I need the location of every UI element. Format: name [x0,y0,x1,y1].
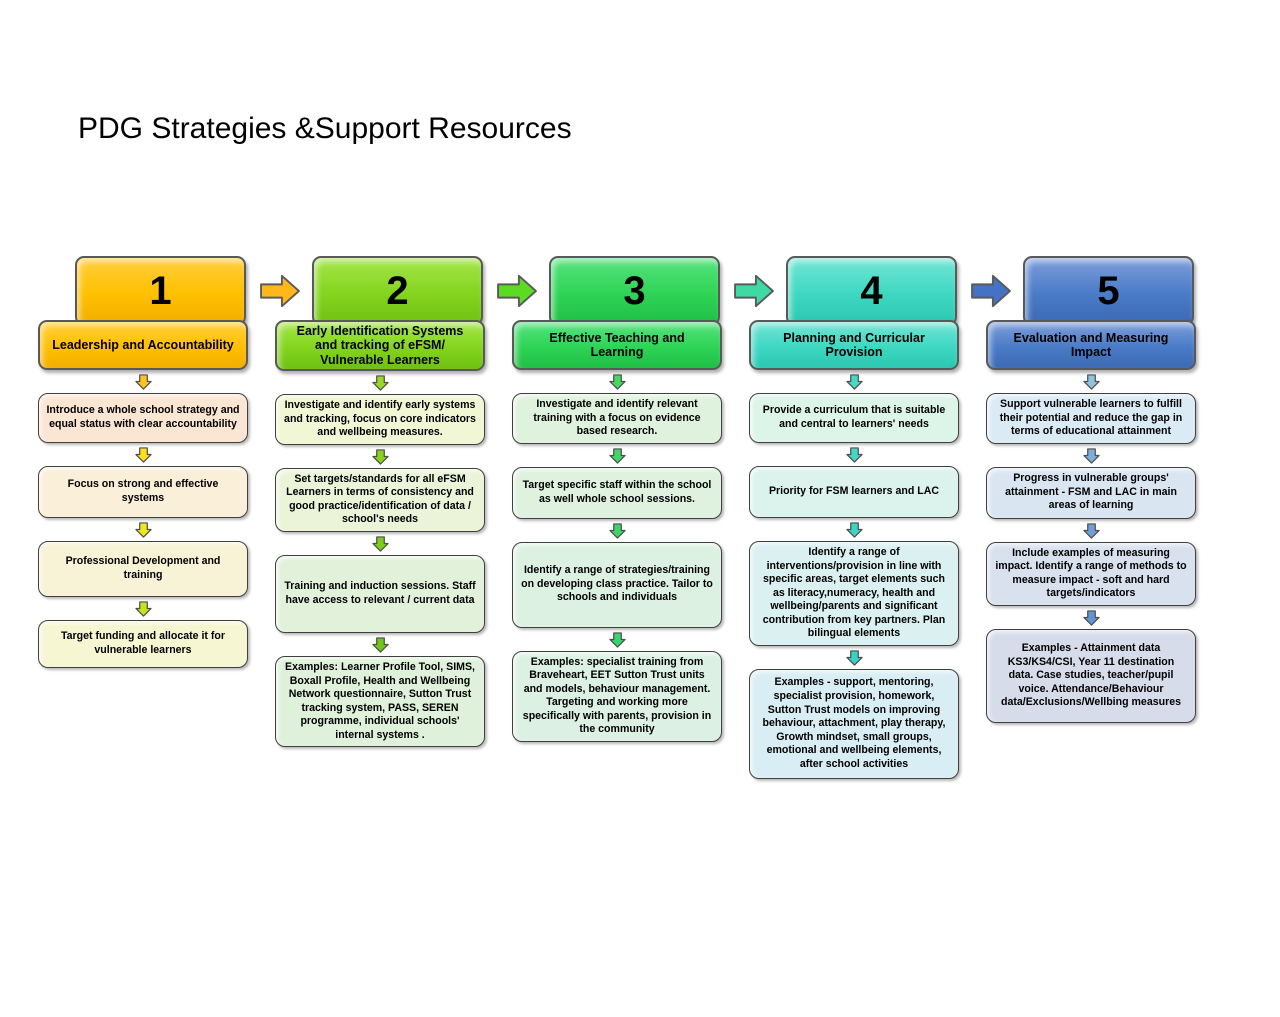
arrow-down-icon [1082,610,1100,626]
arrow-right-1-2-icon [260,274,300,308]
step-box: Target specific staff within the school … [512,466,722,519]
step-title: Planning and Curricular Provision [783,330,925,359]
step-title-box: Evaluation and Measuring Impact [986,320,1196,370]
step-title-box: Leadership and Accountability [38,320,248,370]
arrow-down-icon [134,601,152,617]
arrow-down-icon [371,637,389,653]
step-box: Examples: specialist training from Brave… [512,650,722,742]
step-box: Provide a curriculum that is suitable an… [749,393,959,443]
arrow-down-icon [1082,447,1100,464]
arrow-down-icon [845,650,863,666]
step-title-box: Effective Teaching and Learning [512,320,722,370]
step-box: Examples: Learner Profile Tool, SIMS, Bo… [275,655,485,748]
step-number-box: 2 [312,256,483,326]
column-early-identification: 2 Early Identification Systems and track… [275,256,485,748]
pdg-strategy-diagram: 1 Leadership and Accountability Introduc… [38,256,1196,779]
arrow-down-icon [371,375,389,391]
arrow-down-icon [845,447,863,463]
column-leadership: 1 Leadership and Accountability Introduc… [38,256,248,668]
arrow-down-icon [134,374,152,390]
arrow-down-icon [608,631,626,648]
arrow-down-icon [845,522,863,538]
step-number: 5 [1097,268,1120,313]
step-box: Target funding and allocate it for vulne… [38,620,248,668]
step-title: Early Identification Systems and trackin… [296,324,464,367]
step-title-box: Early Identification Systems and trackin… [275,320,485,372]
step-title-box: Planning and Curricular Provision [749,320,959,370]
step-box: Examples - Attainment data KS3/KS4/CSI, … [986,628,1196,723]
step-title: Leadership and Accountability [52,337,234,352]
step-number: 2 [386,268,409,313]
column-planning-provision: 4 Planning and Curricular Provision Prov… [749,256,959,779]
step-box: Examples - support, mentoring, specialis… [749,668,959,779]
arrow-down-icon [134,522,152,538]
step-number-box: 4 [786,256,957,326]
step-box: Focus on strong and effective systems [38,466,248,518]
step-number-box: 3 [549,256,720,326]
step-number-box: 5 [1023,256,1194,326]
step-box: Set targets/standards for all eFSM Learn… [275,467,485,532]
step-box: Support vulnerable learners to fulfill t… [986,393,1196,444]
step-title: Evaluation and Measuring Impact [1013,330,1169,359]
step-box: Investigate and identify relevant traini… [512,393,722,444]
step-title: Effective Teaching and Learning [549,330,685,359]
arrow-down-icon [134,447,152,463]
step-box: Training and induction sessions. Staff h… [275,554,485,633]
page-title: PDG Strategies &Support Resources [78,112,572,145]
step-box: Investigate and identify early systems a… [275,394,485,445]
column-evaluation-impact: 5 Evaluation and Measuring Impact Suppor… [986,256,1196,723]
step-box: Introduce a whole school strategy and eq… [38,393,248,443]
step-number: 1 [149,268,172,313]
arrow-down-icon [845,374,863,390]
step-box: Professional Development and training [38,541,248,597]
step-box: Priority for FSM learners and LAC [749,466,959,518]
step-number-box: 1 [75,256,246,326]
arrow-down-icon [608,522,626,539]
arrow-down-icon [608,374,626,390]
step-box: Identify a range of interventions/provis… [749,541,959,646]
arrow-down-icon [371,536,389,552]
arrow-right-4-5-icon [971,274,1011,308]
column-teaching-learning: 3 Effective Teaching and Learning Invest… [512,256,722,742]
step-box: Identify a range of strategies/training … [512,541,722,628]
step-number: 3 [623,268,646,313]
arrow-right-2-3-icon [497,274,537,308]
arrow-down-icon [608,447,626,464]
step-number: 4 [860,268,883,313]
step-box: Include examples of measuring impact. Id… [986,541,1196,606]
arrow-down-icon [1082,374,1100,390]
arrow-down-icon [1082,522,1100,539]
arrow-right-3-4-icon [734,274,774,308]
step-box: Progress in vulnerable groups' attainmen… [986,466,1196,519]
arrow-down-icon [371,449,389,465]
